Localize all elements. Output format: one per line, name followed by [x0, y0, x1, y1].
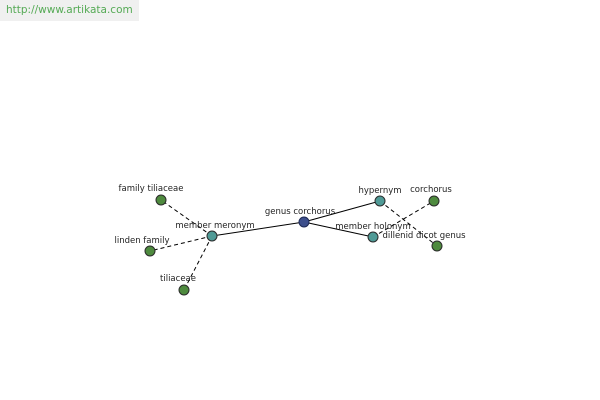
node-circle — [428, 195, 440, 207]
edge-hypernym-dillenid-dicot-genus — [379, 200, 438, 247]
node-label: dillenid dicot genus — [382, 231, 466, 241]
edge-holonym-corchorus — [372, 200, 435, 238]
edge-meronym-linden-family — [149, 235, 213, 252]
node-label: member holonym — [335, 222, 410, 232]
node-circle — [155, 194, 167, 206]
leaf-node-corchorus[interactable]: corchorus — [410, 185, 452, 207]
node-circle — [206, 230, 218, 242]
node-label: tiliaceae — [160, 274, 196, 284]
node-circle — [144, 245, 156, 257]
relation-node-member-holonym[interactable]: member holonym — [335, 222, 411, 243]
site-url-text: http://www.artikata.com — [6, 4, 133, 16]
edge-meronym-tiliaceae — [183, 235, 213, 291]
edge-center-hypernym — [303, 200, 381, 223]
node-circle — [178, 284, 190, 296]
relation-node-member-meronym[interactable]: member meronym — [175, 221, 255, 242]
edge-center-member-holonym — [303, 221, 374, 238]
node-label: family tiliaceae — [119, 184, 184, 194]
center-node-genus-corchorus[interactable]: genus corchorus — [265, 207, 336, 228]
node-label: member meronym — [175, 221, 254, 231]
node-label: hypernym — [358, 186, 401, 196]
leaf-node-dillenid-dicot-genus[interactable]: dillenid dicot genus — [382, 231, 466, 252]
node-circle — [367, 231, 379, 243]
edge-meronym-family-tiliaceae — [160, 199, 213, 237]
node-label: corchorus — [410, 185, 452, 195]
node-circle — [431, 240, 443, 252]
leaf-node-tiliaceae[interactable]: tiliaceae — [160, 274, 196, 296]
node-label: linden family — [114, 236, 169, 246]
edge-center-member-meronym — [211, 221, 305, 237]
leaf-node-family-tiliaceae[interactable]: family tiliaceae — [119, 184, 184, 206]
leaf-node-linden-family[interactable]: linden family — [114, 236, 170, 257]
site-url-link[interactable]: http://www.artikata.com — [0, 0, 139, 21]
relation-node-hypernym[interactable]: hypernym — [358, 186, 402, 207]
node-circle — [374, 195, 386, 207]
node-label: genus corchorus — [265, 207, 336, 217]
node-circle — [298, 216, 310, 228]
